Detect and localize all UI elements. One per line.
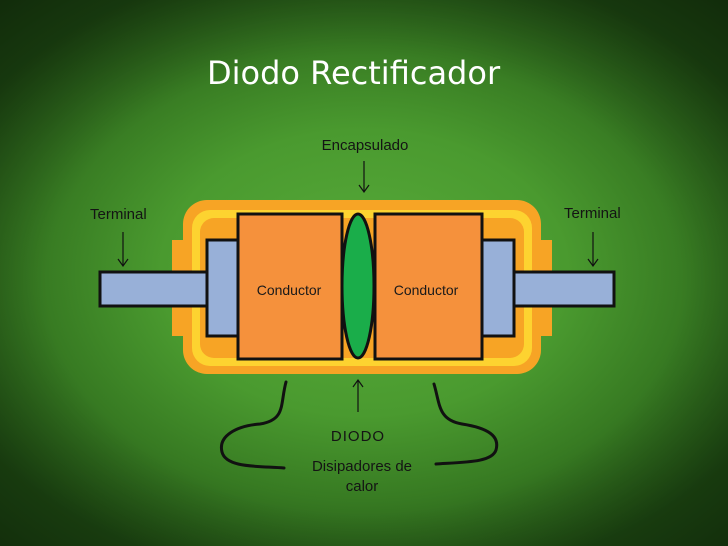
heatsink-left [205,238,241,338]
label-terminal-right: Terminal [564,205,621,222]
junction-ellipse [340,212,376,360]
conductor-left-label: Conductor [257,282,322,298]
label-encapsulado: Encapsulado [321,137,409,154]
arrow-terminal-right [587,232,599,268]
label-diodo: DIODO [330,428,386,445]
slide-title: Diodo Rectificador [207,54,501,92]
label-disipadores: Disipadores de calor [311,458,413,495]
arrow-terminal-left [117,232,129,268]
terminal-right [510,270,616,308]
conductor-right [373,212,484,361]
label-terminal-left: Terminal [90,206,147,223]
heatsink-right [480,238,516,338]
brace-heatsink-right [432,382,499,466]
brace-heatsink-left [220,380,288,470]
conductor-right-label: Conductor [394,282,459,298]
arrow-encapsulado [358,161,370,194]
terminal-left [98,270,214,308]
arrow-diodo [352,378,364,412]
